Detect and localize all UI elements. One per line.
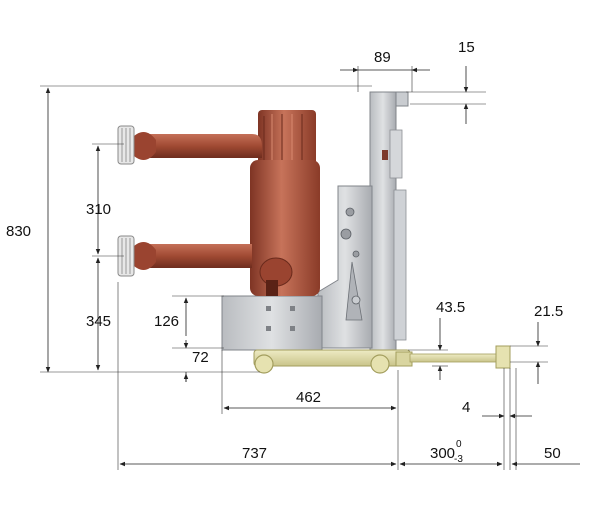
truck-chassis — [253, 349, 413, 374]
dim-300-tol-lower: -3 — [454, 454, 463, 465]
dim-15: 15 — [458, 39, 475, 56]
dim-737: 737 — [242, 445, 267, 462]
dim-345: 345 — [86, 313, 111, 330]
dim-50: 50 — [544, 445, 561, 462]
base-block — [221, 295, 323, 351]
dim-300: 300 — [430, 445, 455, 462]
dim-126: 126 — [154, 313, 179, 330]
breaker-body — [117, 91, 511, 374]
rear-frame — [369, 91, 409, 365]
dim-4: 4 — [462, 399, 470, 416]
pole-column — [250, 110, 320, 296]
upper-arm — [117, 125, 262, 165]
racking-arm — [409, 345, 511, 369]
dim-72: 72 — [192, 349, 209, 366]
dim-300-tol-upper: 0 — [456, 439, 462, 450]
dim-21-5: 21.5 — [534, 303, 563, 320]
dimension-lines — [40, 66, 580, 470]
dim-310: 310 — [86, 201, 111, 218]
mechanism-housing — [317, 185, 373, 349]
lower-arm — [117, 235, 252, 277]
dimension-labels: 89 15 830 310 345 126 72 43.5 21.5 462 4… — [6, 39, 563, 465]
dim-89: 89 — [374, 49, 391, 66]
dim-43-5: 43.5 — [436, 299, 465, 316]
dim-462: 462 — [296, 389, 321, 406]
dim-830: 830 — [6, 223, 31, 240]
